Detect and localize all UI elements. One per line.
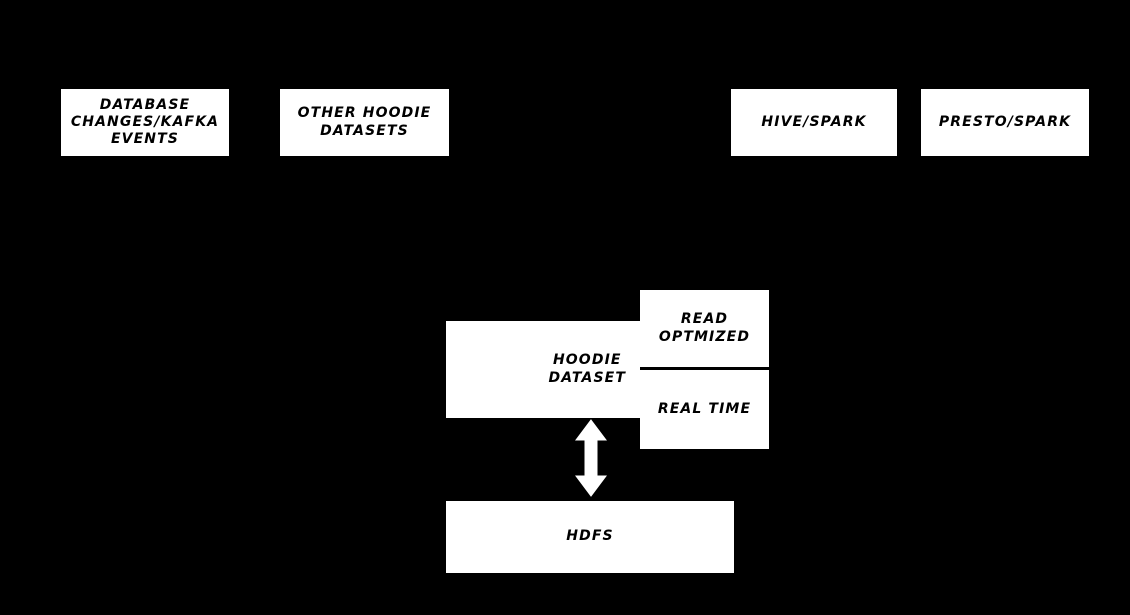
- node-label: HIVE/SPARK: [761, 113, 867, 130]
- node-label: HOODIE DATASET: [548, 352, 626, 386]
- node-presto-spark[interactable]: PRESTO/SPARK: [921, 89, 1089, 156]
- node-hoodie-dataset[interactable]: HOODIE DATASET: [446, 321, 640, 418]
- node-hive-spark[interactable]: HIVE/SPARK: [731, 89, 897, 156]
- node-label: READ OPTMIZED: [658, 311, 751, 345]
- node-hdfs[interactable]: HDFS: [446, 501, 734, 573]
- node-database-changes-kafka-events[interactable]: DATABASE CHANGES/KAFKA EVENTS: [61, 89, 229, 156]
- node-label: HDFS: [566, 528, 614, 545]
- node-label: PRESTO/SPARK: [938, 113, 1072, 130]
- node-other-hoodie-datasets[interactable]: OTHER HOODIE DATASETS: [280, 89, 449, 156]
- node-label: DATABASE CHANGES/KAFKA EVENTS: [70, 96, 220, 148]
- node-real-time-view[interactable]: REAL TIME: [640, 370, 769, 449]
- node-label: REAL TIME: [657, 400, 752, 417]
- node-label: OTHER HOODIE DATASETS: [297, 105, 432, 139]
- double-arrow-icon: [575, 419, 607, 497]
- node-read-optimized-view[interactable]: READ OPTMIZED: [640, 290, 769, 370]
- views-stack: READ OPTMIZED REAL TIME: [640, 290, 769, 449]
